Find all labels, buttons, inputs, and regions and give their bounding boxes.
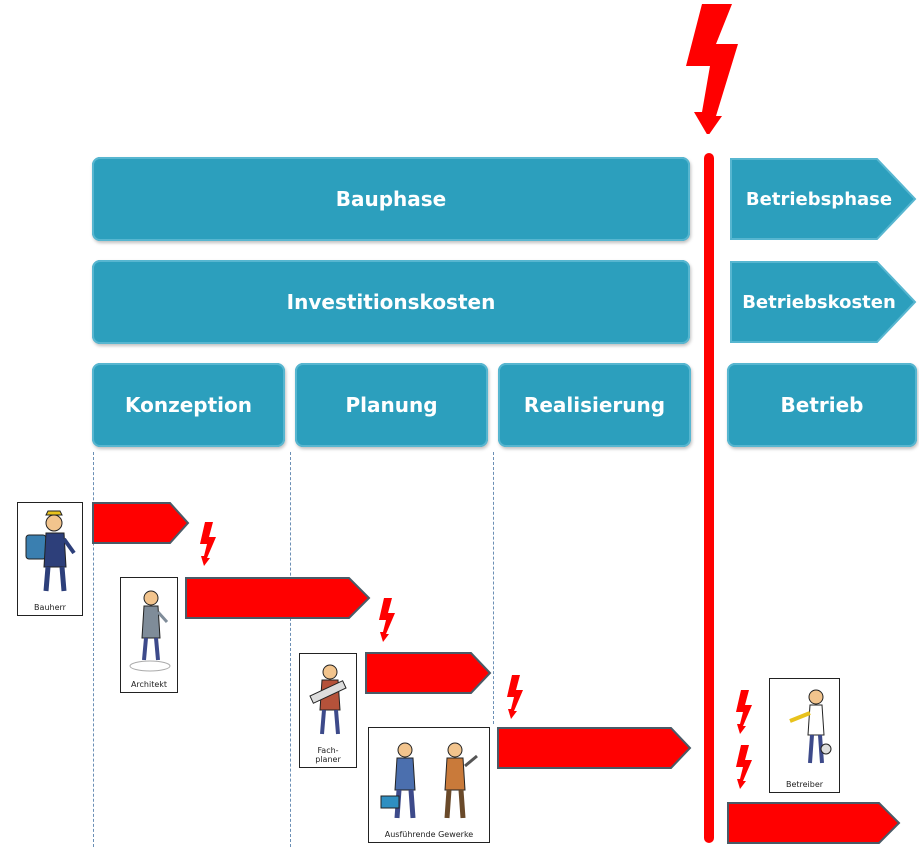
planung-label: Planung <box>345 393 438 417</box>
betreiber-illustration <box>789 689 832 764</box>
guide-line-konzeption <box>93 452 94 847</box>
fachplaner-label: Fach- planer <box>315 746 341 764</box>
betrieb-box: Betrieb <box>727 363 917 447</box>
bauherr-illustration <box>25 510 76 592</box>
guide-line-realisierung <box>493 452 494 724</box>
lightning-bolt-icon <box>507 675 523 719</box>
lightning-bolt-icon <box>379 598 395 642</box>
guide-line-planung <box>290 452 291 847</box>
bar-betreiber <box>727 802 901 844</box>
betriebsphase-arrow: Betriebsphase <box>727 157 917 241</box>
bauphase-label: Bauphase <box>335 187 447 211</box>
phase-boundary-line <box>704 153 714 843</box>
lightning-bolt-icon <box>736 690 752 734</box>
planung-box: Planung <box>295 363 488 447</box>
betriebskosten-label: Betriebskosten <box>742 291 896 313</box>
actor-fachplaner: Fach- planer <box>299 653 357 768</box>
bar-fachplaner <box>365 652 492 694</box>
bar-gewerke <box>497 727 692 769</box>
actor-architekt: Architekt <box>120 577 178 693</box>
bauherr-label: Bauherr <box>34 603 66 612</box>
investitionskosten-label: Investitionskosten <box>286 290 496 314</box>
gewerke-illustration <box>380 742 478 819</box>
actor-gewerke: Ausführende Gewerke <box>368 727 490 843</box>
lightning-bolt-icon <box>736 745 752 789</box>
fachplaner-illustration <box>309 664 347 735</box>
realisierung-box: Realisierung <box>498 363 691 447</box>
bar-architekt <box>185 577 371 619</box>
architekt-illustration <box>129 590 171 672</box>
investitionskosten-box: Investitionskosten <box>92 260 690 344</box>
betriebskosten-arrow: Betriebskosten <box>727 260 917 344</box>
lightning-bolt-icon <box>200 522 216 566</box>
realisierung-label: Realisierung <box>523 393 666 417</box>
bar-bauherr <box>92 502 190 544</box>
betreiber-label: Betreiber <box>785 780 824 789</box>
gewerke-label: Ausführende Gewerke <box>384 830 474 839</box>
bauphase-box: Bauphase <box>92 157 690 241</box>
large-lightning-bolt-icon <box>686 4 738 134</box>
actor-betreiber: Betreiber <box>769 678 840 793</box>
konzeption-label: Konzeption <box>124 393 253 417</box>
betriebsphase-label: Betriebsphase <box>745 188 893 210</box>
actor-bauherr: Bauherr <box>17 502 83 616</box>
betrieb-label: Betrieb <box>780 393 864 417</box>
architekt-label: Architekt <box>130 680 168 689</box>
konzeption-box: Konzeption <box>92 363 285 447</box>
